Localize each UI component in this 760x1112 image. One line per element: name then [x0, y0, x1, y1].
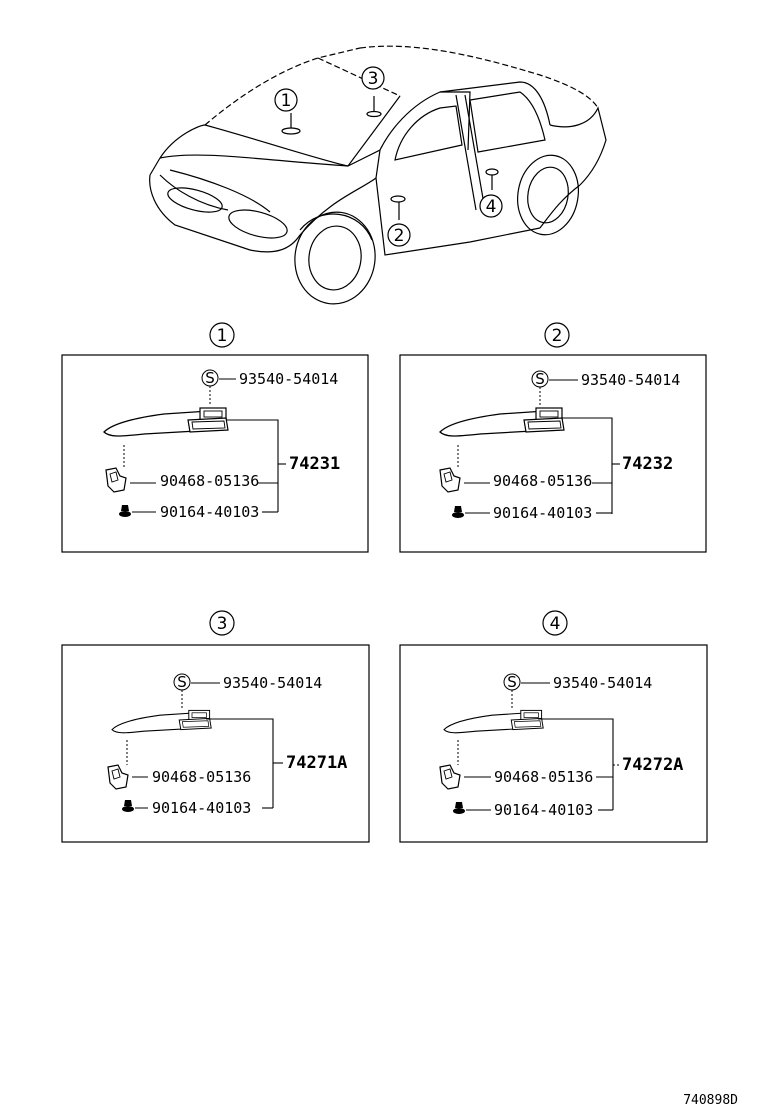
panel-4-number: 4 — [550, 614, 561, 634]
part-number-93540-54014: 93540-54014 — [553, 674, 652, 692]
panel-4-badge — [542, 610, 568, 636]
panel-4: 4 S 93540-54014 74272A 90468-05136 90164… — [399, 610, 708, 843]
panel-2-frame — [399, 354, 707, 553]
part-number-90468-05136: 90468-05136 — [160, 472, 259, 490]
part-number-90468-05136: 90468-05136 — [494, 768, 593, 786]
part-number-93540-54014: 93540-54014 — [239, 370, 338, 388]
panel-3-frame — [61, 644, 370, 843]
panel-1: 1 S 93540-54014 74231 90468-05136 90164-… — [61, 322, 369, 553]
part-number-90164-40103: 90164-40103 — [160, 503, 259, 521]
part-number-93540-54014: 93540-54014 — [223, 674, 322, 692]
panel-3: 3 S 93540-54014 74271A 90468-05136 90164… — [61, 610, 370, 843]
part-number-74271A: 74271A — [286, 753, 347, 773]
svg-text:S: S — [535, 370, 545, 388]
svg-text:S: S — [205, 369, 215, 387]
part-number-90164-40103: 90164-40103 — [494, 801, 593, 819]
svg-text:2: 2 — [394, 226, 405, 246]
panel-3-badge — [209, 610, 235, 636]
part-number-90468-05136: 90468-05136 — [152, 768, 251, 786]
car-callout-1: 1 — [274, 88, 298, 112]
panel-2: 2 S 93540-54014 74232 90468-05136 90164-… — [399, 322, 707, 553]
panel-2-number: 2 — [552, 326, 563, 346]
part-number-74232: 74232 — [622, 454, 673, 474]
car-callout-2: 2 — [387, 223, 411, 247]
reference-code: 740898D — [683, 1093, 738, 1108]
car-callout-3: 3 — [361, 66, 385, 90]
panel-1-number: 1 — [217, 326, 228, 346]
car-illustration — [149, 45, 607, 305]
part-number-90164-40103: 90164-40103 — [493, 504, 592, 522]
svg-text:4: 4 — [486, 197, 497, 217]
part-number-90468-05136: 90468-05136 — [493, 472, 592, 490]
panel-1-badge — [209, 322, 235, 348]
panel-2-badge — [544, 322, 570, 348]
svg-text:S: S — [507, 673, 517, 691]
svg-text:3: 3 — [368, 69, 379, 89]
part-number-74272A: 74272A — [622, 755, 683, 775]
part-number-90164-40103: 90164-40103 — [152, 799, 251, 817]
panel-3-number: 3 — [217, 614, 228, 634]
svg-text:S: S — [177, 673, 187, 691]
car-callout-4: 4 — [479, 194, 503, 218]
panel-1-frame — [61, 354, 369, 553]
part-number-93540-54014: 93540-54014 — [581, 371, 680, 389]
panel-4-frame — [399, 644, 708, 843]
svg-text:1: 1 — [281, 91, 292, 111]
part-number-74231: 74231 — [289, 454, 340, 474]
